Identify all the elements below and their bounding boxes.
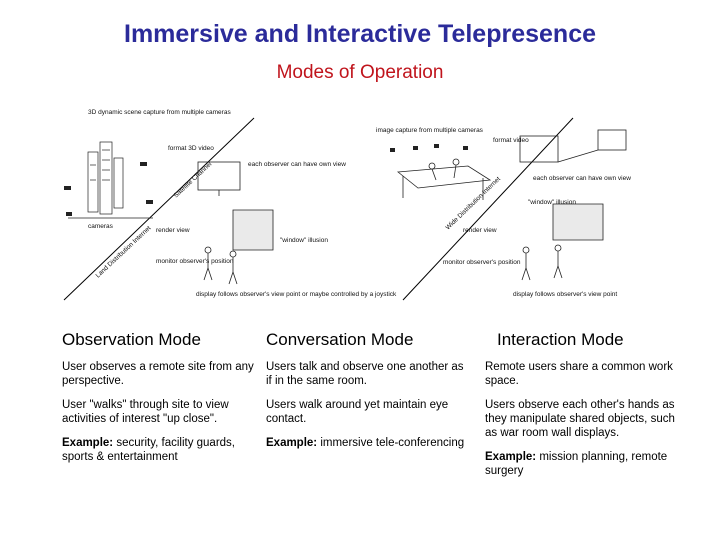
label-format-video: format video	[493, 137, 529, 144]
label-monitor-left: monitor observer's position	[156, 258, 234, 265]
label-render-right: render view	[463, 227, 497, 234]
conversation-mode-column: Conversation Mode Users talk and observe…	[266, 330, 466, 460]
interaction-mode-desc-1: Remote users share a common work space.	[485, 361, 673, 387]
city-scene-sketch	[68, 141, 153, 219]
monitor-right-top	[519, 129, 627, 163]
right-divider-line	[402, 117, 574, 301]
slide-subtitle: Modes of Operation	[276, 62, 444, 83]
conversation-mode-heading: Conversation Mode	[266, 330, 414, 349]
interaction-mode-desc-2: Users observe each other's hands as they…	[485, 399, 675, 439]
observation-mode-desc-1: User observes a remote site from any per…	[62, 361, 254, 387]
observer-figures-right	[521, 244, 563, 281]
camera-icons-center	[390, 144, 468, 152]
interaction-mode-example: Example: mission planning, remote surger…	[485, 450, 690, 478]
window-screen-left	[232, 209, 274, 251]
observation-mode-example: Example: security, facility guards, spor…	[62, 436, 257, 464]
label-window-right: "window" illusion	[528, 199, 576, 206]
label-capture-scene: 3D dynamic scene capture from multiple c…	[88, 109, 231, 116]
label-display-left: display follows observer's view point or…	[196, 291, 397, 298]
observer-figures-left	[203, 246, 238, 285]
interaction-mode-heading: Interaction Mode	[497, 330, 624, 349]
example-text: security, facility guards, sports & ente…	[62, 437, 235, 463]
slide-title: Immersive and Interactive Telepresence	[124, 20, 596, 48]
label-monitor-right: monitor observer's position	[443, 259, 521, 266]
example-label: Example:	[485, 451, 537, 463]
observation-mode-column: Observation Mode User observes a remote …	[62, 330, 257, 474]
label-window-left: "window" illusion	[280, 237, 328, 244]
label-diag-left-top: Satellite Channel	[173, 160, 214, 199]
observation-mode-heading: Observation Mode	[62, 330, 201, 349]
label-format-3d: format 3D video	[168, 145, 214, 152]
label-render-left: render view	[156, 227, 190, 234]
conversation-mode-example: Example: immersive tele-conferencing	[266, 436, 466, 450]
label-diag-left-bottom: Land Distribution Internet	[95, 225, 153, 280]
conversation-mode-desc-2: Users walk around yet maintain eye conta…	[266, 399, 449, 425]
label-each-observer-right: each observer can have own view	[533, 175, 631, 182]
label-each-observer-left: each observer can have own view	[248, 161, 346, 168]
label-image-capture: image capture from multiple cameras	[376, 127, 484, 134]
observation-mode-desc-2: User "walks" through site to view activi…	[62, 399, 229, 425]
window-screen-right	[552, 203, 604, 241]
example-text: immersive tele-conferencing	[317, 437, 465, 449]
camera-icons	[64, 162, 153, 216]
example-label: Example:	[266, 437, 318, 449]
label-display-right: display follows observer's view point	[513, 291, 617, 298]
label-cameras: cameras	[88, 223, 114, 230]
example-text: mission planning, remote surgery	[485, 451, 668, 477]
monitor-left-top	[197, 161, 241, 196]
left-divider-line	[63, 117, 255, 301]
example-label: Example:	[62, 437, 114, 449]
conference-table-sketch	[396, 158, 492, 200]
telepresence-illustration: 3D dynamic scene capture from multiple c…	[63, 109, 631, 301]
conversation-mode-desc-1: Users talk and observe one another as if…	[266, 361, 464, 387]
interaction-mode-column: Interaction Mode Remote users share a co…	[485, 330, 690, 488]
